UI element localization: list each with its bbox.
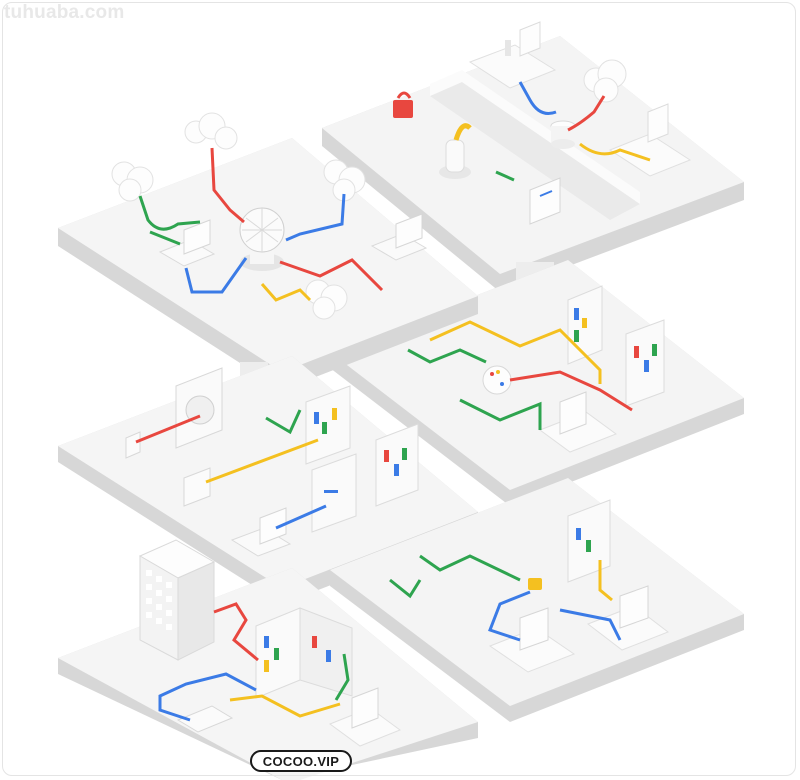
brand-badge: COCOO.VIP [250, 750, 352, 772]
desk-icon [538, 391, 618, 453]
cloud-icon [184, 112, 238, 150]
cloud-icon [583, 59, 627, 103]
desk-icon [586, 585, 670, 651]
cloud-icon [323, 159, 366, 202]
server-row [430, 70, 640, 220]
platform-top-left [58, 112, 478, 390]
router-icon [176, 705, 234, 733]
laptop-icon [158, 219, 216, 267]
padlock-icon [528, 578, 542, 590]
robot-arm-icon [439, 123, 472, 179]
watermark-text: tuhuaba.com [4, 2, 125, 23]
laptop-icon [370, 213, 428, 261]
platform-mid-left [58, 356, 478, 604]
padlock-icon [393, 91, 413, 118]
vault-icon [175, 367, 223, 449]
desk-right [608, 103, 692, 177]
laptop-icon [230, 507, 292, 557]
server-rack-icon [567, 285, 603, 365]
globe-icon [239, 207, 285, 271]
cloud-icon [111, 161, 154, 202]
server-rack-icon [375, 423, 419, 507]
desk-top-left [468, 21, 557, 89]
network-ball-icon [482, 365, 512, 395]
sign-icon [183, 467, 211, 507]
database-icon [550, 120, 576, 149]
cloud-icon [305, 279, 348, 320]
monitor-icon [529, 177, 561, 225]
platform-bottom-right [330, 478, 744, 722]
platform-top-right [322, 21, 744, 292]
server-rack-icon [625, 319, 665, 407]
desk-icon [488, 607, 576, 673]
server-rack-icon [299, 607, 353, 697]
sign-icon [125, 431, 141, 459]
platform-bottom-left [58, 539, 478, 780]
desk-icon [328, 687, 402, 747]
office-building-icon [138, 539, 216, 661]
